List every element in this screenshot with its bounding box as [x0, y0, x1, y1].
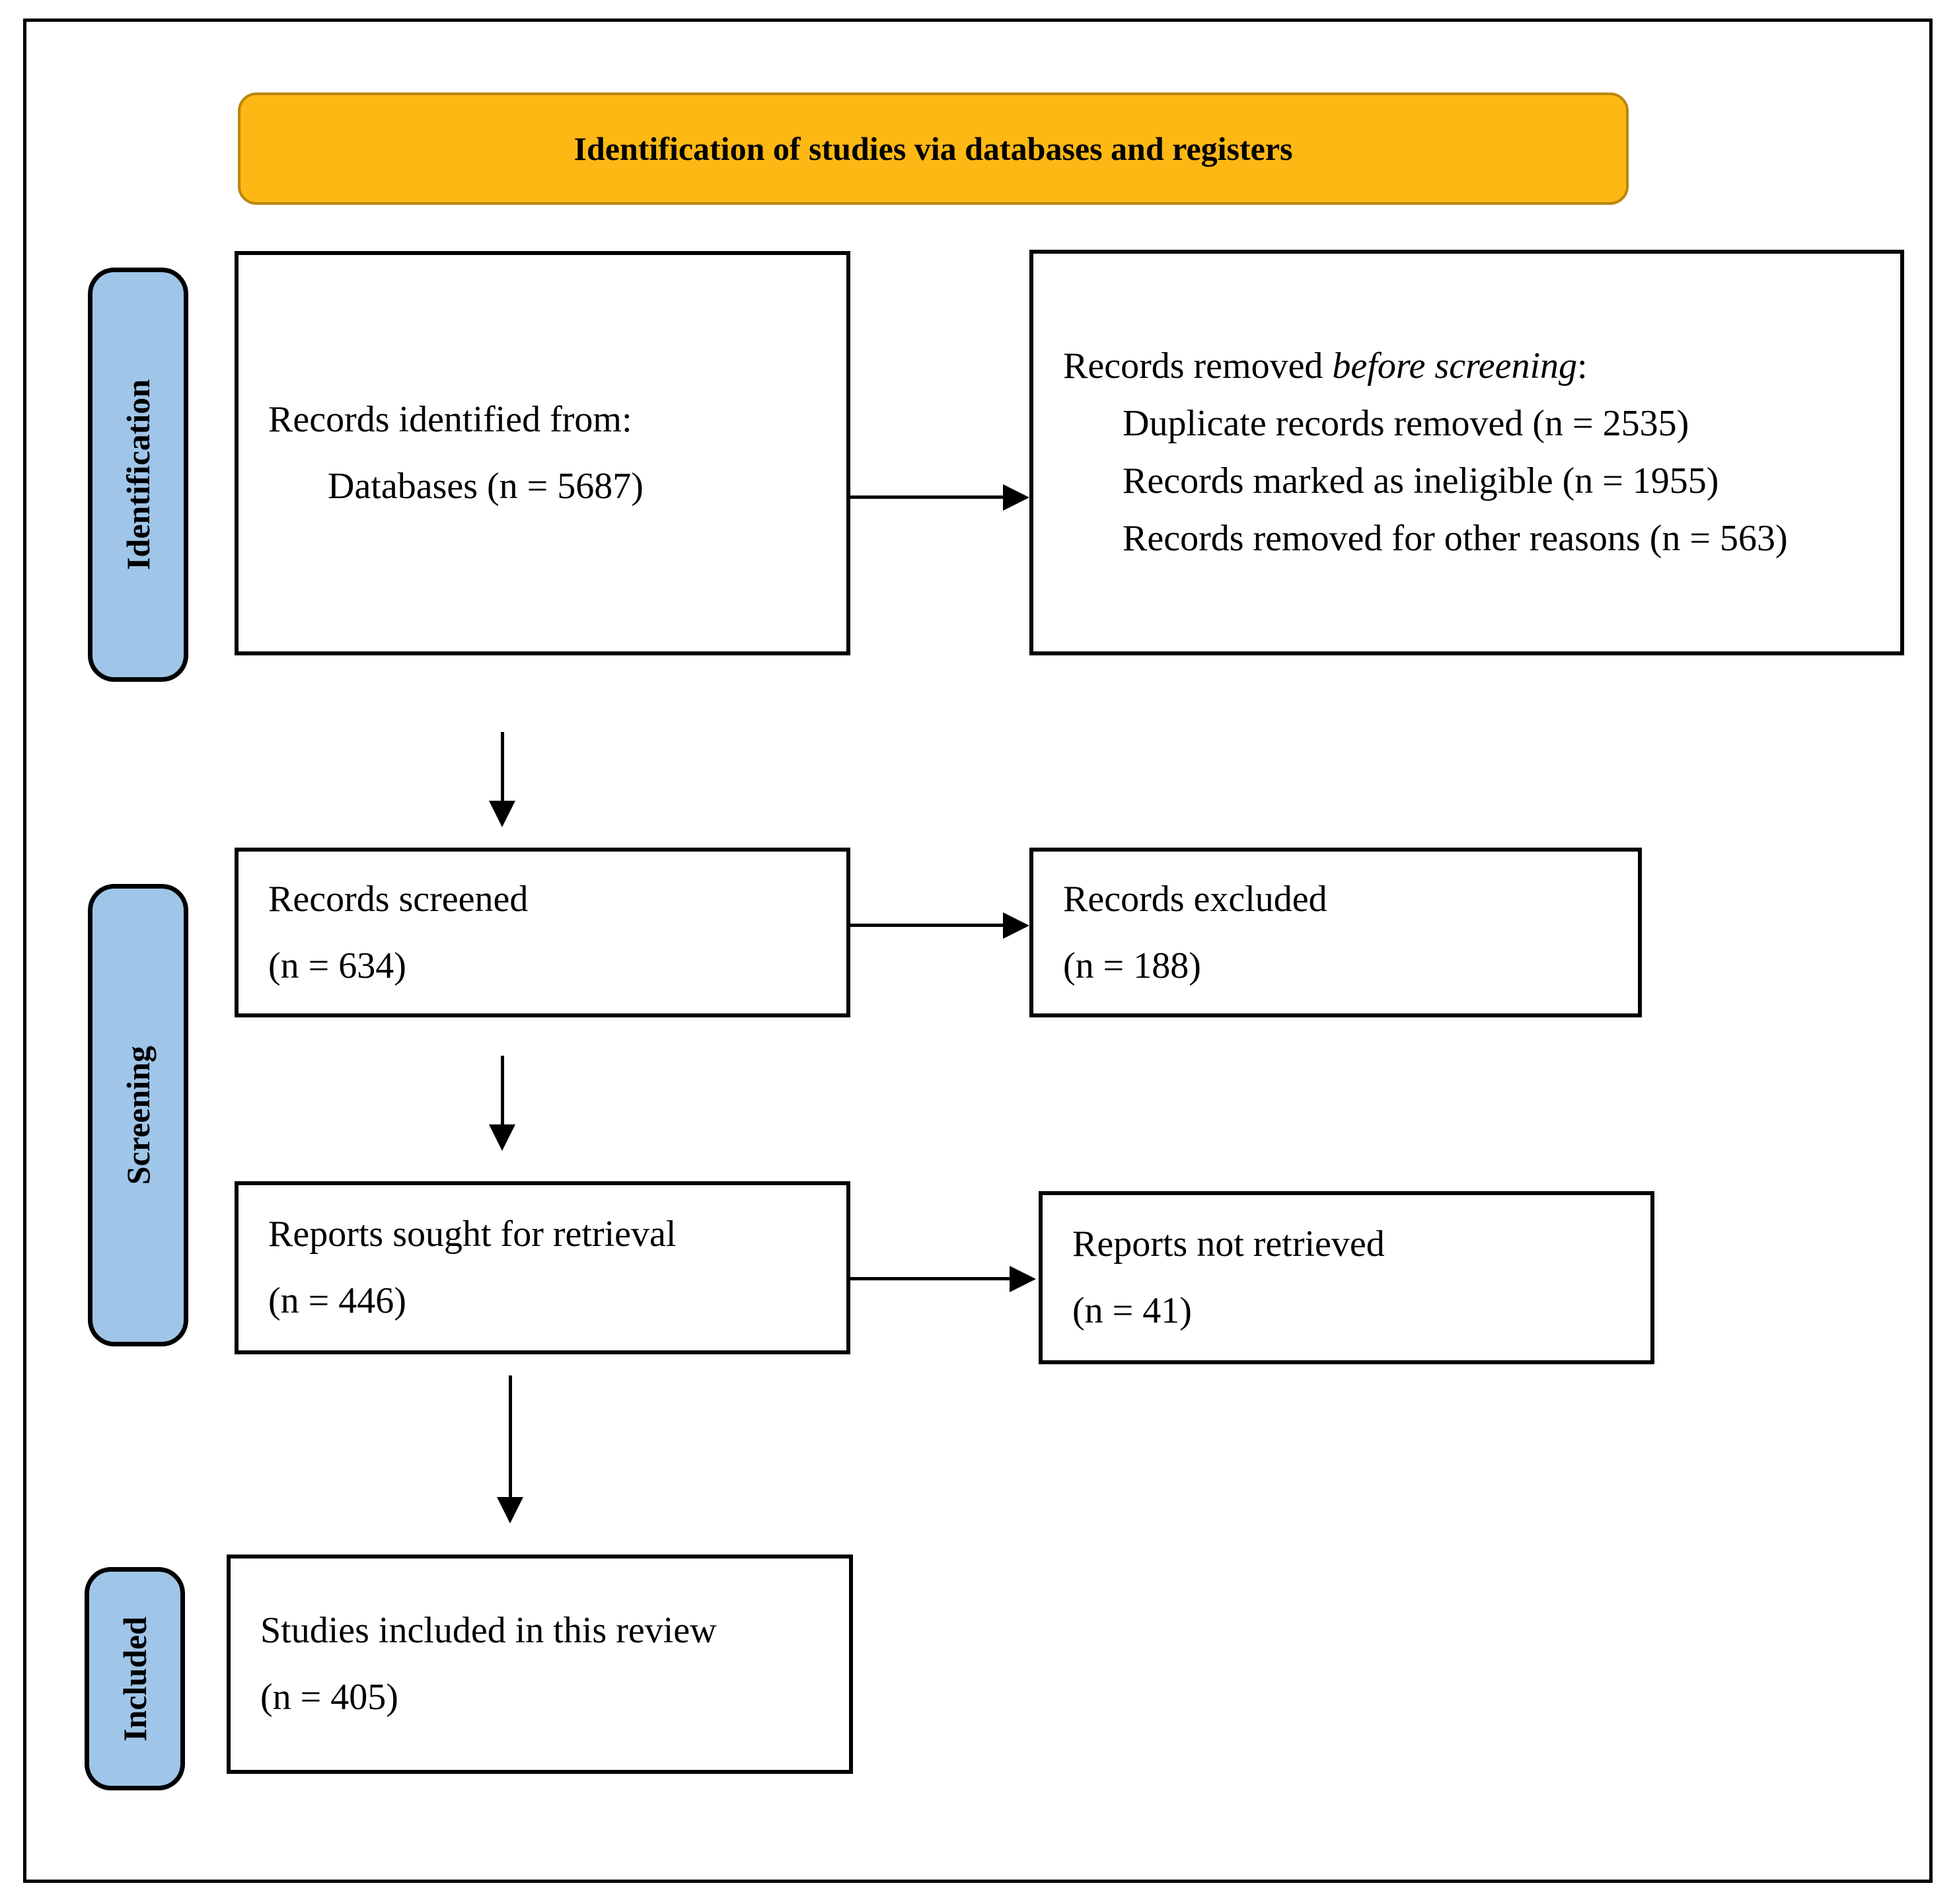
stage-label-identification-text: Identification [120, 379, 157, 570]
box-records-screened: Records screened (n = 634) [235, 848, 850, 1017]
right-arrowhead-icon [1010, 1266, 1036, 1292]
right-arrowhead-icon [1003, 484, 1029, 511]
stage-label-screening: Screening [88, 884, 188, 1346]
records-removed-item-3: Records removed for other reasons (n = 5… [1123, 517, 1788, 559]
title-banner: Identification of studies via databases … [238, 92, 1629, 205]
records-identified-line2: Databases (n = 5687) [328, 466, 644, 507]
records-removed-heading: Records removed before screening: [1063, 338, 1884, 395]
records-screened-line1: Records screened [268, 878, 529, 920]
down-arrowhead-icon [489, 801, 515, 827]
records-removed-item-1: Duplicate records removed (n = 2535) [1123, 403, 1689, 445]
title-banner-label: Identification of studies via databases … [573, 130, 1293, 167]
stage-label-included-text: Included [116, 1616, 153, 1741]
box-reports-not-retrieved: Reports not retrieved (n = 41) [1039, 1191, 1654, 1364]
records-identified-line1: Records identified from: [268, 399, 632, 441]
reports-not-retrieved-line1: Reports not retrieved [1072, 1224, 1385, 1265]
records-excluded-line2: (n = 188) [1063, 945, 1201, 986]
records-excluded-line1: Records excluded [1063, 878, 1327, 920]
box-reports-sought: Reports sought for retrieval (n = 446) [235, 1181, 850, 1354]
arrow-identified-to-removed-line [850, 495, 1006, 499]
stage-label-screening-text: Screening [120, 1045, 157, 1185]
reports-not-retrieved-line2: (n = 41) [1072, 1290, 1192, 1331]
studies-included-line2: (n = 405) [260, 1677, 398, 1718]
arrow-sought-to-included-line [509, 1375, 512, 1500]
arrow-screened-to-excluded-line [850, 924, 1006, 927]
right-arrowhead-icon [1003, 912, 1029, 939]
stage-label-included: Included [85, 1567, 185, 1790]
box-studies-included: Studies included in this review (n = 405… [227, 1555, 853, 1774]
records-removed-heading-prefix: Records removed [1063, 346, 1333, 387]
records-removed-heading-suffix: : [1577, 346, 1588, 387]
reports-sought-line1: Reports sought for retrieval [268, 1214, 677, 1255]
down-arrowhead-icon [489, 1124, 515, 1151]
box-records-excluded: Records excluded (n = 188) [1029, 848, 1642, 1017]
arrow-screened-to-sought-line [501, 1056, 504, 1127]
reports-sought-line2: (n = 446) [268, 1280, 406, 1321]
stage-label-identification: Identification [88, 268, 188, 682]
arrow-identified-to-screened-line [501, 732, 504, 803]
studies-included-line1: Studies included in this review [260, 1610, 717, 1652]
down-arrowhead-icon [497, 1497, 523, 1523]
box-records-identified: Records identified from: Databases (n = … [235, 251, 850, 655]
box-records-removed: Records removed before screening: Duplic… [1029, 250, 1904, 655]
records-removed-item-2: Records marked as ineligible (n = 1955) [1123, 460, 1719, 501]
records-screened-line2: (n = 634) [268, 945, 406, 986]
records-removed-heading-italic: before screening [1332, 346, 1578, 387]
arrow-sought-to-notretrieved-line [850, 1277, 1012, 1280]
